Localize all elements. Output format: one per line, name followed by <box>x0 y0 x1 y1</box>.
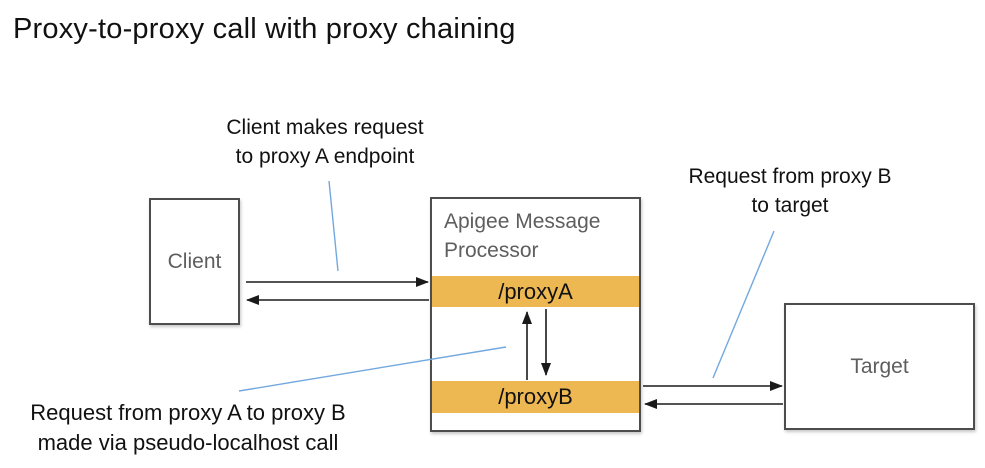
target-node: Target <box>784 303 975 430</box>
client-node: Client <box>149 198 240 325</box>
page-title: Proxy-to-proxy call with proxy chaining <box>13 13 516 45</box>
callout-line-client-request <box>328 180 339 272</box>
message-processor-node: Apigee Message Processor /proxyA /proxyB <box>430 197 641 432</box>
annotation-proxya-to-proxyb: Request from proxy A to proxy B made via… <box>8 398 368 458</box>
client-label: Client <box>167 249 222 273</box>
endpoint-label-proxya: /proxyA <box>498 278 573 304</box>
target-label: Target <box>850 354 909 378</box>
annotation-line: Client makes request <box>226 116 424 139</box>
annotation-line: Request from proxy A to proxy B <box>30 400 346 425</box>
annotation-line: to target <box>751 194 829 217</box>
endpoint-label-proxyb: /proxyB <box>498 384 573 409</box>
annotation-proxyb-to-target: Request from proxy B to target <box>664 162 916 220</box>
callout-line-proxyb-target <box>712 230 775 379</box>
endpoint-bar-proxya: /proxyA <box>432 276 639 307</box>
annotation-client-request: Client makes request to proxy A endpoint <box>195 113 455 171</box>
annotation-line: to proxy A endpoint <box>235 145 415 168</box>
message-processor-title: Apigee Message Processor <box>444 210 601 262</box>
annotation-line: made via pseudo-localhost call <box>37 430 339 455</box>
endpoint-bar-proxyb: /proxyB <box>432 381 639 413</box>
annotation-line: Request from proxy B <box>688 165 892 188</box>
